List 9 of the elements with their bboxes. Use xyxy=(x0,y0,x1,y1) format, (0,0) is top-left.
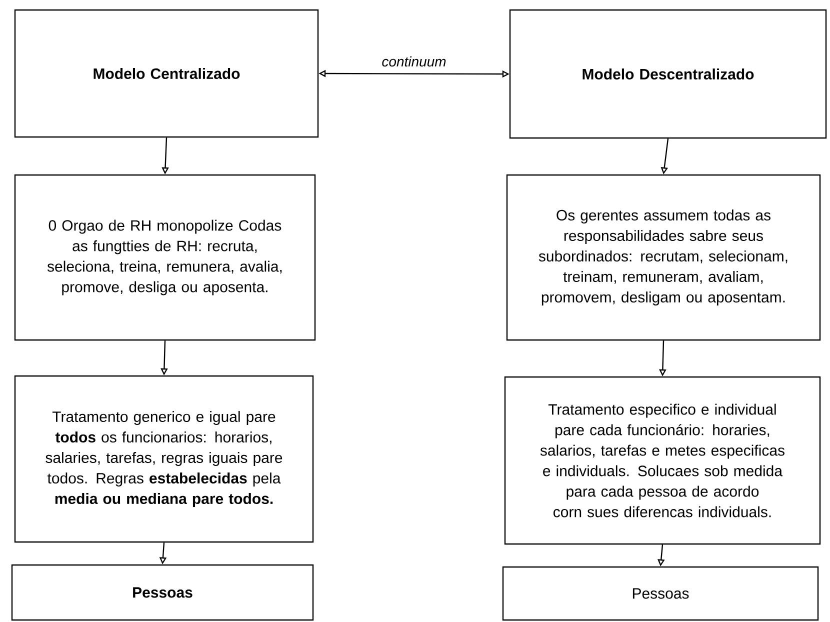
title-box: Modelo Centralizado xyxy=(14,9,319,138)
process-box: 0 Orgao de RH monopolize Codas as fungtties de RH: recruta, seleciona, treina, remunera, avalia, promove, desliga ou aposenta. xyxy=(14,174,316,341)
process-box: Tratamento especifico e individual pare cada funcionário: horaries, salarios, tarefas e metes especificas e individuals. Solucaes sob medida para cada pessoa de acordo corn sues diferencas individuals. xyxy=(504,376,821,545)
title-box: Modelo Descentralizado xyxy=(509,9,827,139)
process-box: Os gerentes assumem todas as responsabilidades sabre seus subordinados: recrutam, selecionam, treinam, remuneram, avaliam, promovem, desligam ou aposentam. xyxy=(506,174,821,341)
process-box: Tratamento generico e igual pare todos os funcionarios: horarios, salaries, tarefas, regras iguais pare todos. Regras estabelecidas pela media ou mediana pare todos. xyxy=(14,375,314,543)
process-box: Pessoas xyxy=(502,566,819,621)
edge-label: continuum xyxy=(380,55,448,68)
process-box: Pessoas xyxy=(11,564,314,621)
